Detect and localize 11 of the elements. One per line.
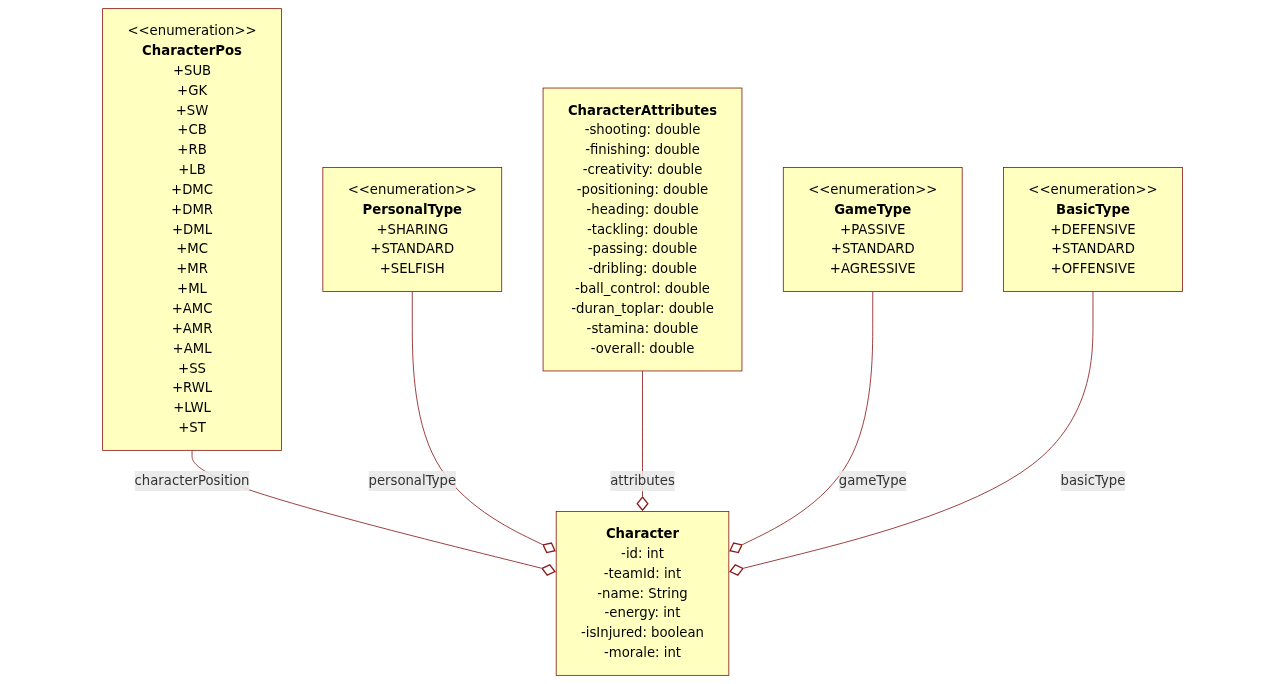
node-box: <<enumeration>> PersonalType +SHARING +STANDARD +SELFISH xyxy=(322,167,503,292)
edge-label: attributes xyxy=(610,472,676,489)
node-box: CharacterAttributes -shooting: double -finishing: double -creativity: double -positioning: double -heading: double -tackling: double -passing: double -dribling: double -ball_control: double -duran_toplar: double -stamina: double -overall: double xyxy=(543,87,743,372)
node-box: <<enumeration>> GameType +PASSIVE +STANDARD +AGRESSIVE xyxy=(783,167,964,292)
edge-label: personalType xyxy=(368,472,457,489)
edge-label: characterPosition xyxy=(135,472,250,489)
edge-label: basicType xyxy=(1061,472,1126,489)
node-box: <<enumeration>> BasicType +DEFENSIVE +STANDARD +OFFENSIVE xyxy=(1003,167,1184,292)
node-box: Character -id: int -teamId: int -name: String -energy: int -isInjured: boolean -morale: int xyxy=(556,511,730,676)
node-box: <<enumeration>> CharacterPos +SUB +GK +SW +CB +RB +LB +DMC +DMR +DML +MC +MR +ML +AMC +AMR +AML +SS +RWL +LWL +ST xyxy=(102,8,283,451)
edge-label: gameType xyxy=(839,472,908,489)
